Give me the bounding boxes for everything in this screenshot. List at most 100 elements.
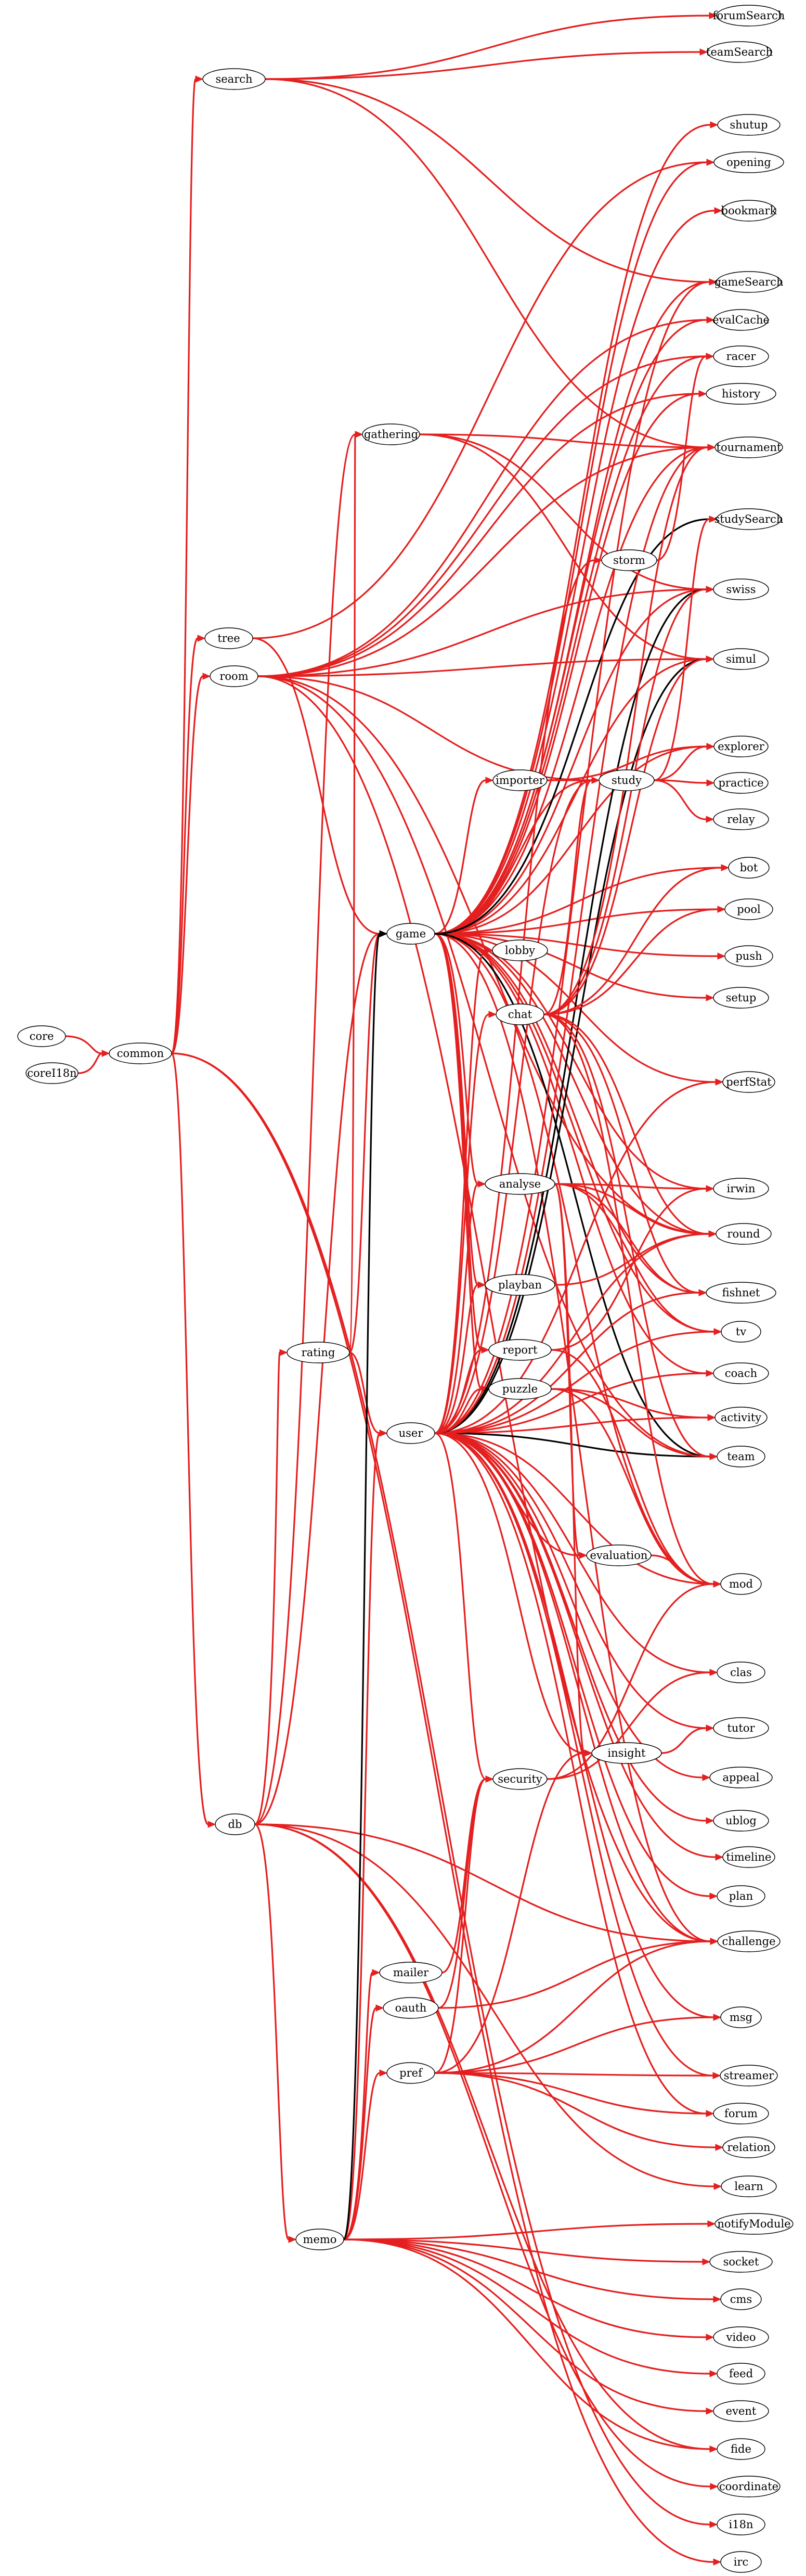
node-label: plan bbox=[729, 1890, 753, 1902]
node-ellipse bbox=[485, 1274, 555, 1296]
node-analyse[interactable]: analyse bbox=[485, 1173, 555, 1195]
node-study[interactable]: study bbox=[599, 769, 655, 791]
node-cms[interactable]: cms bbox=[720, 2288, 762, 2310]
node-opening[interactable]: opening bbox=[713, 151, 784, 173]
node-fishnet[interactable]: fishnet bbox=[706, 1282, 776, 1304]
node-forumSearch[interactable]: forumSearch bbox=[713, 5, 785, 27]
node-security[interactable]: security bbox=[492, 1768, 548, 1790]
node-socket[interactable]: socket bbox=[709, 2251, 773, 2273]
edge-puzzle-team bbox=[551, 1388, 718, 1460]
node-room[interactable]: room bbox=[210, 665, 258, 687]
node-history[interactable]: history bbox=[706, 383, 776, 405]
node-irwin[interactable]: irwin bbox=[713, 1178, 769, 1200]
node-label: fishnet bbox=[722, 1286, 760, 1299]
node-round[interactable]: round bbox=[716, 1223, 772, 1245]
node-i18n[interactable]: i18n bbox=[717, 2514, 765, 2535]
node-label: simul bbox=[726, 653, 756, 665]
node-ellipse bbox=[714, 1407, 768, 1428]
node-perfStat[interactable]: perfStat bbox=[722, 1071, 775, 1093]
node-chat[interactable]: chat bbox=[496, 1003, 544, 1025]
node-puzzle[interactable]: puzzle bbox=[488, 1378, 552, 1400]
node-game[interactable]: game bbox=[386, 923, 435, 945]
node-label: report bbox=[502, 1344, 538, 1356]
node-mod[interactable]: mod bbox=[720, 1573, 762, 1595]
edge-line bbox=[257, 588, 707, 677]
edge-line bbox=[434, 867, 722, 935]
node-coordinate[interactable]: coordinate bbox=[717, 2476, 781, 2497]
node-report[interactable]: report bbox=[488, 1339, 552, 1361]
node-user[interactable]: user bbox=[386, 1422, 435, 1444]
node-gameSearch[interactable]: gameSearch bbox=[714, 271, 784, 293]
node-notifyModule[interactable]: notifyModule bbox=[714, 2213, 794, 2235]
node-setup[interactable]: setup bbox=[713, 987, 769, 1009]
node-label: feed bbox=[729, 2367, 753, 2380]
node-forum[interactable]: forum bbox=[713, 2103, 769, 2124]
node-bot[interactable]: bot bbox=[728, 857, 770, 879]
edge-arrowhead bbox=[706, 1817, 714, 1824]
node-relay[interactable]: relay bbox=[713, 808, 769, 830]
edge-line bbox=[654, 779, 707, 820]
node-explorer[interactable]: explorer bbox=[713, 736, 769, 757]
node-event[interactable]: event bbox=[713, 2400, 769, 2422]
node-db[interactable]: db bbox=[215, 1813, 255, 1835]
node-team[interactable]: team bbox=[717, 1446, 765, 1467]
node-feed[interactable]: feed bbox=[717, 2363, 765, 2385]
node-rating[interactable]: rating bbox=[287, 1342, 350, 1363]
node-mailer[interactable]: mailer bbox=[379, 1962, 443, 1983]
node-timeline[interactable]: timeline bbox=[722, 1846, 775, 1868]
node-teamSearch[interactable]: teamSearch bbox=[706, 41, 773, 63]
node-racer[interactable]: racer bbox=[713, 345, 769, 367]
node-gathering[interactable]: gathering bbox=[362, 423, 420, 445]
node-activity[interactable]: activity bbox=[714, 1407, 768, 1428]
node-importer[interactable]: importer bbox=[492, 769, 548, 791]
node-tv[interactable]: tv bbox=[721, 1321, 761, 1343]
node-pref[interactable]: pref bbox=[386, 2062, 435, 2084]
edge-arrowhead bbox=[709, 1453, 718, 1460]
edge-memo-fide bbox=[343, 2238, 718, 2453]
node-core[interactable]: core bbox=[17, 1025, 66, 1047]
node-fide[interactable]: fide bbox=[717, 2438, 765, 2460]
node-streamer[interactable]: streamer bbox=[720, 2065, 778, 2086]
node-clas[interactable]: clas bbox=[717, 1661, 765, 1683]
node-coach[interactable]: coach bbox=[713, 1362, 769, 1384]
node-practice[interactable]: practice bbox=[713, 772, 769, 794]
node-swiss[interactable]: swiss bbox=[713, 578, 769, 600]
node-tournament[interactable]: tournament bbox=[714, 436, 783, 458]
node-common[interactable]: common bbox=[109, 1042, 172, 1064]
node-storm[interactable]: storm bbox=[601, 549, 657, 571]
node-msg[interactable]: msg bbox=[720, 2006, 762, 2028]
node-learn[interactable]: learn bbox=[721, 2175, 777, 2197]
edge-line bbox=[65, 1035, 102, 1054]
node-shutup[interactable]: shutup bbox=[717, 114, 781, 136]
node-studySearch[interactable]: studySearch bbox=[714, 508, 784, 530]
node-playban[interactable]: playban bbox=[485, 1274, 555, 1296]
edge-line bbox=[419, 433, 708, 448]
node-pool[interactable]: pool bbox=[724, 898, 773, 920]
node-simul[interactable]: simul bbox=[713, 648, 769, 670]
node-tree[interactable]: tree bbox=[204, 627, 253, 649]
edge-line bbox=[434, 949, 486, 1434]
edge-arrowhead bbox=[706, 159, 715, 166]
node-evaluation[interactable]: evaluation bbox=[586, 1544, 652, 1566]
node-coreI18n[interactable]: coreI18n bbox=[25, 1062, 79, 1084]
node-challenge[interactable]: challenge bbox=[717, 1930, 781, 1952]
node-label: storm bbox=[613, 554, 645, 566]
node-irc[interactable]: irc bbox=[720, 2551, 762, 2573]
node-relation[interactable]: relation bbox=[722, 2136, 775, 2158]
node-push[interactable]: push bbox=[724, 945, 773, 967]
node-ublog[interactable]: ublog bbox=[713, 1810, 769, 1832]
node-tutor[interactable]: tutor bbox=[713, 1717, 769, 1739]
node-plan[interactable]: plan bbox=[717, 1885, 765, 1907]
node-oauth[interactable]: oauth bbox=[383, 1997, 439, 2019]
node-memo[interactable]: memo bbox=[295, 2229, 344, 2250]
node-evalCache[interactable]: evalCache bbox=[712, 309, 770, 331]
node-insight[interactable]: insight bbox=[591, 1742, 662, 1764]
edge-line bbox=[343, 2238, 710, 2450]
node-video[interactable]: video bbox=[713, 2326, 769, 2348]
node-appeal[interactable]: appeal bbox=[709, 1767, 773, 1788]
node-lobby[interactable]: lobby bbox=[492, 939, 548, 961]
node-search[interactable]: search bbox=[202, 68, 266, 90]
node-bookmark[interactable]: bookmark bbox=[721, 200, 777, 222]
edge-line bbox=[434, 1432, 585, 1754]
node-label: insight bbox=[607, 1747, 646, 1759]
